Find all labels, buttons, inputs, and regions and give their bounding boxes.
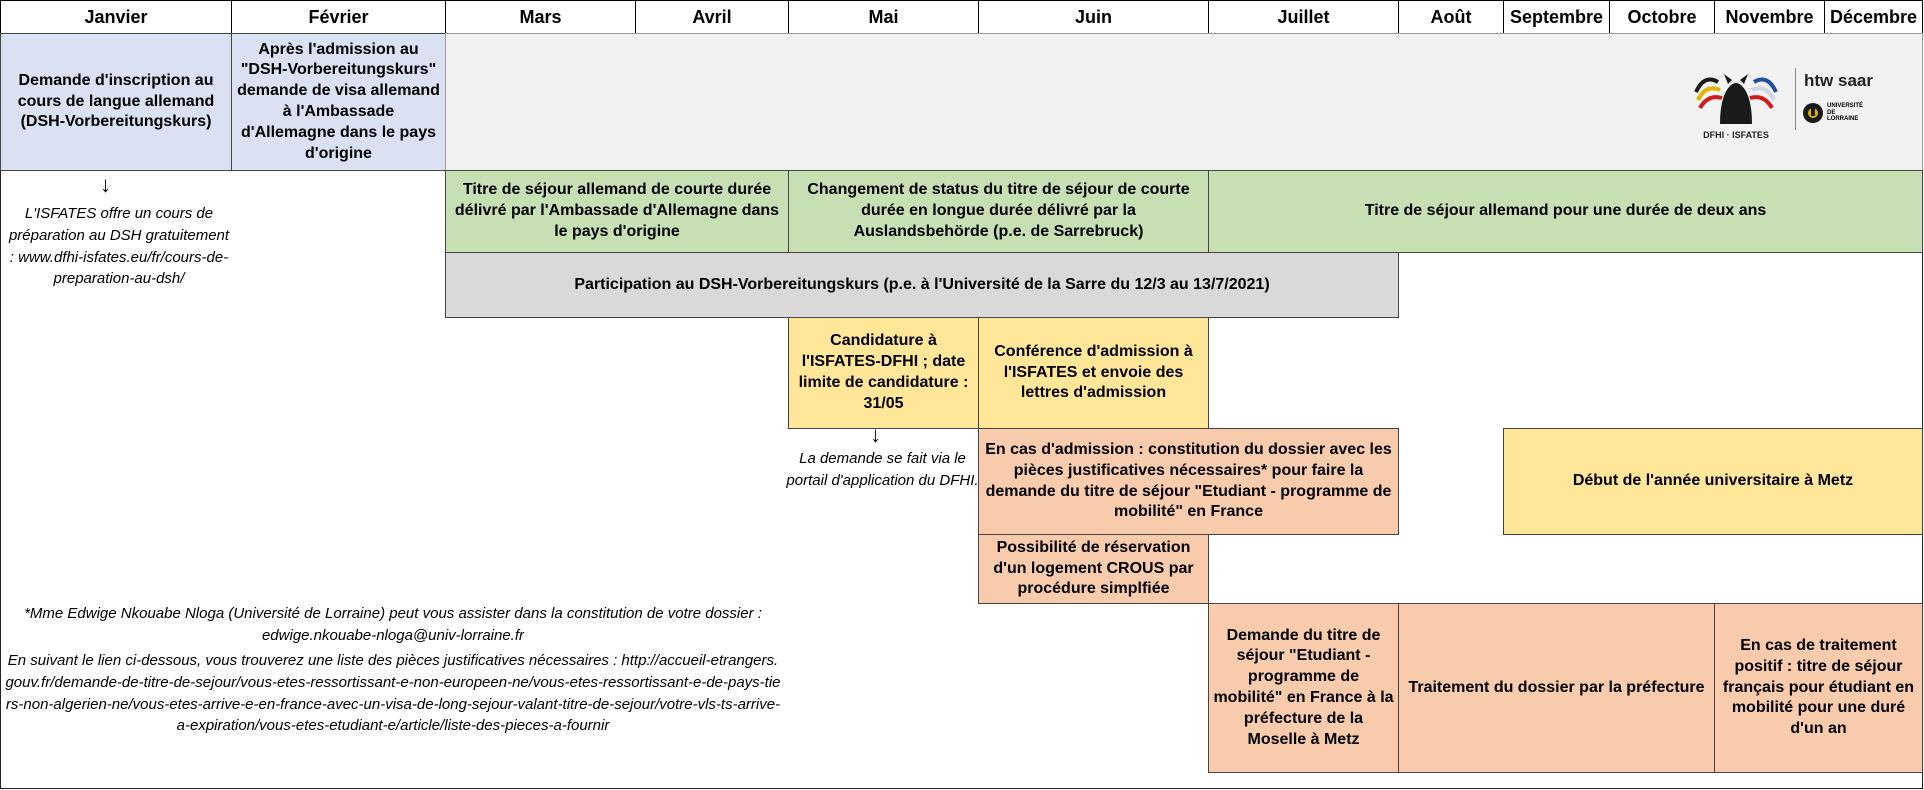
month-header-avril: Avril <box>635 0 789 34</box>
month-header-mars: Mars <box>445 0 636 34</box>
visa-box: Après l'admission au "DSH-Vorbereitungsk… <box>231 33 446 171</box>
month-header-aout: Août <box>1398 0 1504 34</box>
demande-titre-box: Demande du titre de séjour "Etudiant - p… <box>1208 603 1399 773</box>
portail-note: La demande se fait via le portail d'appl… <box>786 450 979 489</box>
month-header-fevrier: Février <box>231 0 446 34</box>
month-header-juin: Juin <box>978 0 1209 34</box>
constitution-box: En cas d'admission : constitution du dos… <box>978 428 1399 535</box>
titre-court-box: Titre de séjour allemand de courte durée… <box>445 170 789 253</box>
universite-lorraine-logo: UNIVERSITÉ DE LORRAINE <box>1802 100 1872 126</box>
logo-panel: DFHI · ISFATES htw saar UNIVERSITÉ DE LO… <box>445 33 1923 171</box>
traitement-box: Traitement du dossier par la préfecture <box>1398 603 1715 773</box>
month-header-septembre: Septembre <box>1503 0 1610 34</box>
traitement-positif-box: En cas de traitement positif : titre de … <box>1714 603 1923 773</box>
month-header-novembre: Novembre <box>1714 0 1825 34</box>
participation-box: Participation au DSH-Vorbereitungskurs (… <box>445 252 1399 318</box>
universite-lorraine-text: UNIVERSITÉ DE LORRAINE <box>1827 103 1864 123</box>
footnote-link: En suivant le lien ci-dessous, vous trou… <box>5 652 781 735</box>
footnote-contact: *Mme Edwige Nkouabe Nloga (Université de… <box>24 605 762 644</box>
dfhi-logo-text: DFHI · ISFATES <box>1703 130 1769 140</box>
changement-box: Changement de status du titre de séjour … <box>788 170 1209 253</box>
month-header-janvier: Janvier <box>0 0 232 34</box>
candidature-box: Candidature à l'ISFATES-DFHI ; date limi… <box>788 317 979 429</box>
down-arrow-icon: ↓ <box>870 422 881 447</box>
inscription-box: Demande d'inscription au cours de langue… <box>0 33 232 171</box>
titre-deux-ans-box: Titre de séjour allemand pour une durée … <box>1208 170 1923 253</box>
isfates-course-note: L'ISFATES offre un cours de préparation … <box>8 205 230 288</box>
debut-annee-box: Début de l'année universitaire à Metz <box>1503 428 1923 535</box>
down-arrow-icon: ↓ <box>100 172 111 197</box>
htw-saar-logo: htw saar <box>1804 71 1873 90</box>
month-header-octobre: Octobre <box>1609 0 1715 34</box>
crous-box: Possibilité de réservation d'un logement… <box>978 534 1209 604</box>
logo-divider <box>1795 68 1796 130</box>
month-header-decembre: Décembre <box>1824 0 1923 34</box>
month-header-juillet: Juillet <box>1208 0 1399 34</box>
month-header-mai: Mai <box>788 0 979 34</box>
dfhi-isfates-logo: DFHI · ISFATES <box>1690 62 1782 142</box>
conference-box: Conférence d'admission à l'ISFATES et en… <box>978 317 1209 429</box>
